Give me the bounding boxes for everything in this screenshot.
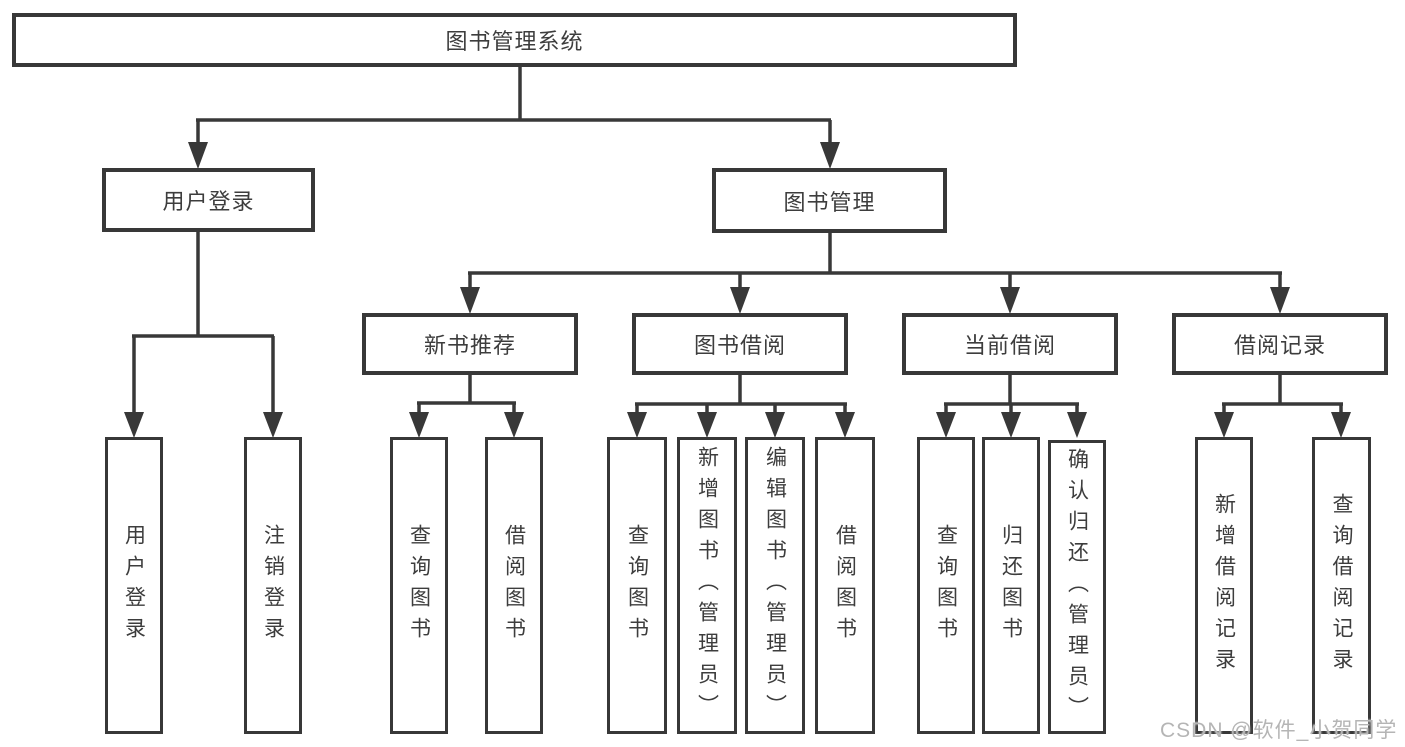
node-query-books-borrowing: 查询图书 [607, 437, 667, 734]
node-book-borrowing: 图书借阅 [632, 313, 848, 375]
node-label: 用户登录 [122, 523, 146, 648]
node-label: 查询图书 [934, 523, 958, 648]
watermark: CSDN @软件_小贺同学 [1160, 719, 1398, 742]
node-root: 图书管理系统 [12, 13, 1017, 67]
node-new-book-recommendation: 新书推荐 [362, 313, 578, 375]
node-label: 借阅图书 [502, 523, 526, 648]
node-query-borrow-record: 查询借阅记录 [1312, 437, 1371, 734]
node-add-book-admin: 新增图书（管理员） [677, 437, 737, 734]
node-label: 查询借阅记录 [1330, 492, 1354, 679]
node-query-books-current: 查询图书 [917, 437, 975, 734]
node-label: 编辑图书（管理员） [763, 446, 787, 725]
node-user-login: 用户登录 [102, 168, 315, 232]
node-label: 归还图书 [999, 523, 1023, 648]
node-borrow-books-recommend: 借阅图书 [485, 437, 543, 734]
node-label: 借阅图书 [833, 523, 857, 648]
node-confirm-return-admin: 确认归还（管理员） [1048, 440, 1106, 734]
node-current-borrowing: 当前借阅 [902, 313, 1118, 375]
node-label: 查询图书 [625, 523, 649, 648]
node-edit-book-admin: 编辑图书（管理员） [745, 437, 805, 734]
node-label: 查询图书 [407, 523, 431, 648]
node-borrow-books-leaf: 借阅图书 [815, 437, 875, 734]
node-book-management: 图书管理 [712, 168, 947, 233]
node-borrowing-records: 借阅记录 [1172, 313, 1388, 375]
connector-paths [132, 66, 1343, 415]
node-query-books-recommend: 查询图书 [390, 437, 448, 734]
node-label: 新增图书（管理员） [695, 446, 719, 725]
node-user-login-leaf: 用户登录 [105, 437, 163, 734]
node-return-books: 归还图书 [982, 437, 1040, 734]
node-logout: 注销登录 [244, 437, 302, 734]
arrowheads [124, 142, 1351, 438]
node-label: 注销登录 [261, 523, 285, 648]
node-add-borrow-record: 新增借阅记录 [1195, 437, 1253, 734]
node-label: 确认归还（管理员） [1065, 447, 1089, 727]
node-label: 新增借阅记录 [1212, 492, 1236, 679]
